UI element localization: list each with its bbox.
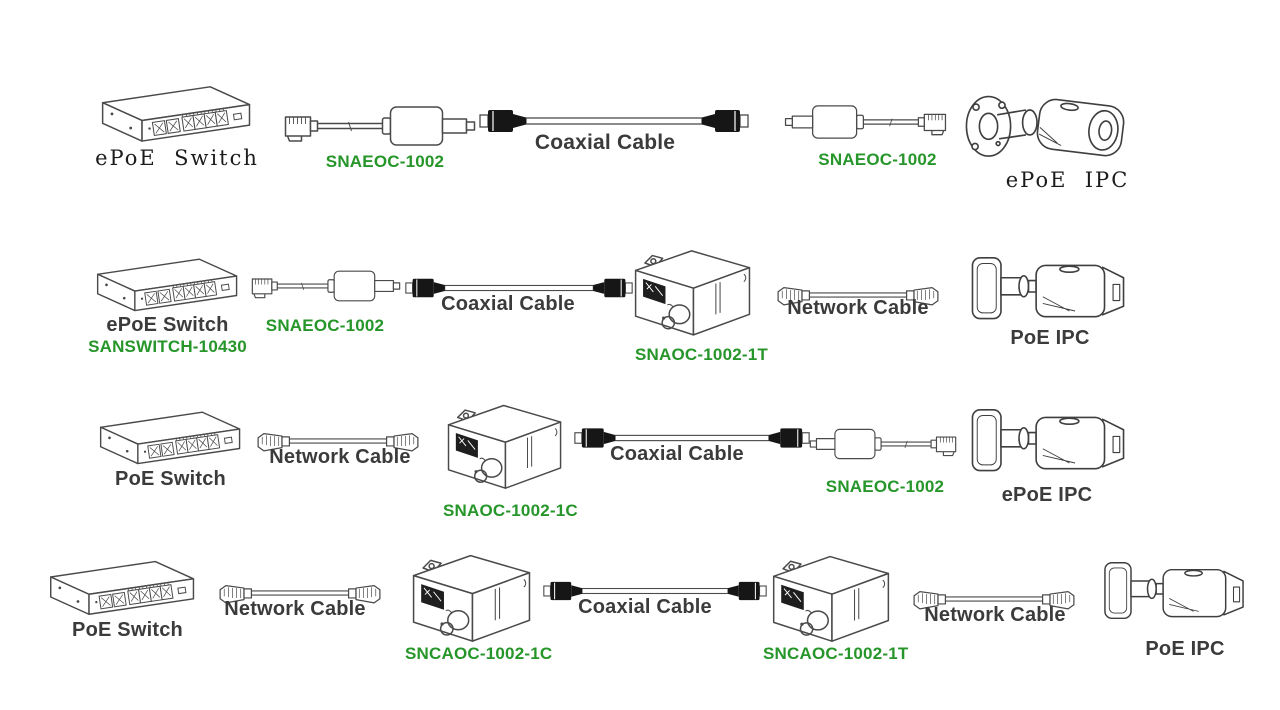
row4-converter-right-icon	[768, 550, 895, 644]
row2-poe-ipc-label: PoE IPC	[1010, 327, 1090, 349]
row4-converter-left-label: SNCAOC-1002-1C	[405, 644, 553, 663]
row4-network-cable-left-label: Network Cable	[224, 598, 366, 620]
row4-network-cable-right-label: Network Cable	[924, 604, 1066, 626]
row2-adapter-icon	[250, 267, 402, 305]
row3-adapter-icon	[808, 425, 958, 463]
row3-epoe-ipc-label: ePoE IPC	[1001, 484, 1093, 506]
row1-coax-cable-label: Coaxial Cable	[534, 131, 676, 154]
row4-poe-ipc-icon	[1098, 556, 1250, 632]
row3-network-cable-label: Network Cable	[269, 446, 411, 468]
row1-adapter-right-label: SNAEOC-1002	[818, 150, 937, 169]
row1-adapter-left-icon	[280, 102, 480, 150]
row2-adapter-label: SNAEOC-1002	[265, 316, 385, 335]
row4-converter-left-icon	[407, 549, 537, 644]
row2-switch-model-label: SANSWITCH-10430	[88, 337, 247, 356]
row1-adapter-right-icon	[783, 100, 948, 144]
row1-adapter-left-label: SNAEOC-1002	[325, 152, 445, 171]
row2-epoe-switch-label: ePoE Switch	[106, 314, 229, 336]
row1-epoe-switch-icon	[93, 84, 261, 142]
row2-converter-icon	[630, 244, 756, 338]
row2-epoe-switch-icon	[95, 256, 241, 312]
row3-adapter-label: SNAEOC-1002	[825, 477, 945, 496]
row3-epoe-ipc-icon	[962, 406, 1134, 482]
row4-poe-switch-label: PoE Switch	[72, 619, 183, 641]
row2-network-cable-label: Network Cable	[787, 297, 929, 319]
row4-converter-right-label: SNCAOC-1002-1T	[763, 644, 909, 663]
row2-converter-label: SNAOC-1002-1T	[635, 345, 768, 364]
row3-poe-switch-label: PoE Switch	[115, 468, 226, 490]
row3-converter-icon	[443, 398, 567, 492]
row3-coax-cable-label: Coaxial Cable	[610, 443, 744, 465]
row2-coax-cable-label: Coaxial Cable	[441, 293, 575, 315]
row1-epoe-ipc-label: ePoE IPC	[1005, 168, 1130, 192]
row4-coax-cable-label: Coaxial Cable	[578, 596, 712, 618]
row3-converter-label: SNAOC-1002-1C	[443, 501, 578, 520]
row3-poe-switch-icon	[98, 408, 244, 466]
row2-poe-ipc-icon	[962, 254, 1134, 330]
row4-poe-ipc-label: PoE IPC	[1145, 638, 1225, 660]
row1-epoe-switch-label: ePoE Switch	[95, 146, 259, 170]
row4-poe-switch-icon	[48, 556, 198, 618]
